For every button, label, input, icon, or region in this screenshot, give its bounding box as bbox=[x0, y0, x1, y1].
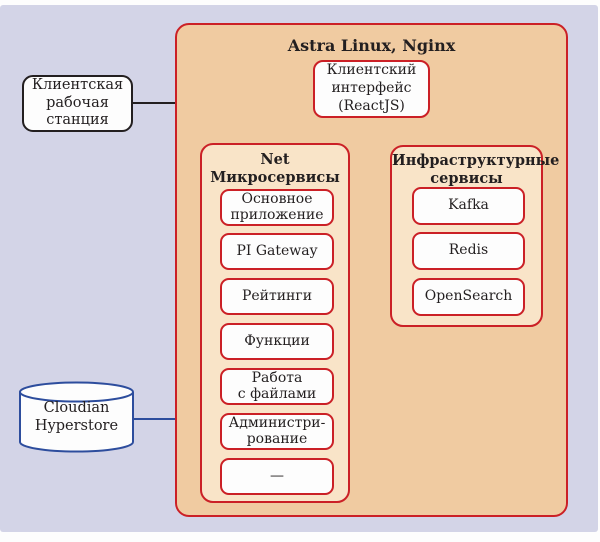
connector-workstation-server bbox=[133, 102, 175, 104]
net-service-box: Работа с файлами bbox=[220, 368, 334, 405]
infra-service-label: Redis bbox=[448, 242, 489, 259]
net-service-label: PI Gateway bbox=[236, 242, 318, 259]
net-services-title: Net Микросервисы bbox=[210, 151, 340, 186]
infra-service-box: Kafka bbox=[412, 187, 525, 225]
net-services-group: Net Микросервисы Основное приложение PI … bbox=[200, 143, 350, 503]
net-service-box: Администри- рование bbox=[220, 413, 334, 450]
infra-service-label: OpenSearch bbox=[424, 288, 513, 305]
client-interface-label: Клиентский интерфейс (ReactJS) bbox=[326, 62, 417, 114]
net-service-label: Рейтинги bbox=[241, 287, 313, 304]
net-service-box: PI Gateway bbox=[220, 233, 334, 270]
net-service-box: Функции bbox=[220, 323, 334, 360]
client-interface-node: Клиентский интерфейс (ReactJS) bbox=[313, 60, 430, 118]
database-cylinder-icon bbox=[19, 381, 134, 453]
net-service-label: Администри- рование bbox=[228, 414, 326, 447]
client-workstation-node: Клиентская рабочая станция bbox=[22, 75, 133, 132]
infra-service-box: Redis bbox=[412, 232, 525, 270]
net-service-box: — bbox=[220, 458, 334, 495]
storage-label: Cloudian Hyperstore bbox=[34, 400, 119, 435]
net-service-label: Основное приложение bbox=[230, 190, 324, 223]
net-service-label: Функции bbox=[244, 332, 310, 349]
infra-services-group: Инфраструктурные сервисы Kafka Redis Ope… bbox=[390, 145, 560, 327]
storage-node: Cloudian Hyperstore bbox=[18, 381, 135, 455]
infra-service-label: Kafka bbox=[448, 197, 489, 214]
net-service-label: — bbox=[270, 467, 284, 484]
client-workstation-label: Клиентская рабочая станция bbox=[31, 76, 124, 129]
net-service-label: Работа с файлами bbox=[237, 369, 317, 402]
net-service-box: Рейтинги bbox=[220, 278, 334, 315]
net-service-box: Основное приложение bbox=[220, 189, 334, 226]
infra-service-box: OpenSearch bbox=[412, 278, 525, 316]
connector-storage-server bbox=[133, 418, 175, 420]
infra-services-title: Инфраструктурные сервисы bbox=[392, 152, 560, 187]
server-title: Astra Linux, Nginx bbox=[287, 36, 456, 55]
